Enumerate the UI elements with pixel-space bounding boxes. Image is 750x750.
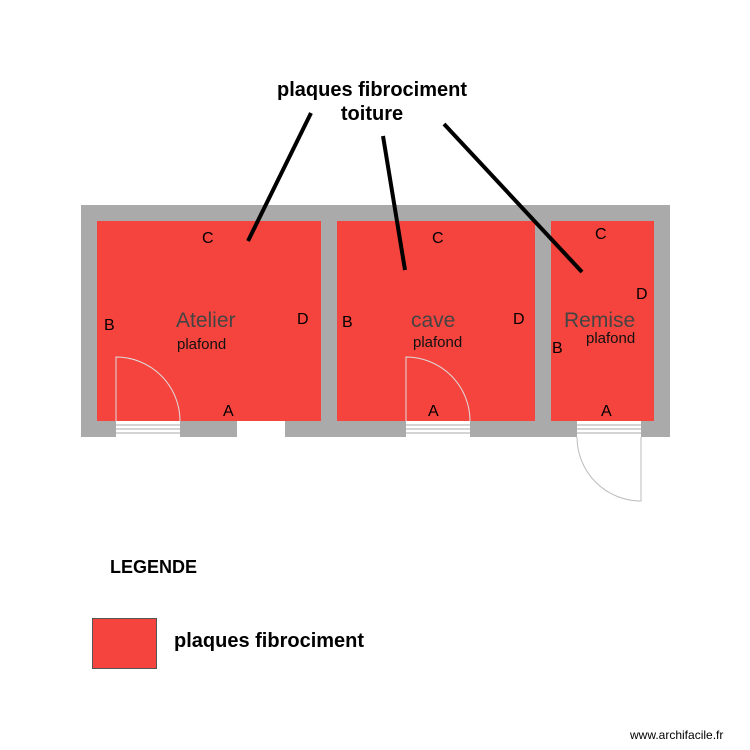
remise-name: Remise xyxy=(564,309,636,332)
legend-swatch xyxy=(92,618,157,669)
pointer-atelier xyxy=(246,112,313,242)
door-remise xyxy=(576,421,642,502)
cave-wall-a: A xyxy=(428,403,439,420)
legend-title: LEGENDE xyxy=(110,557,198,577)
door-cave xyxy=(405,356,471,437)
atelier-name: Atelier xyxy=(176,309,236,332)
legend-item-label: plaques fibrociment xyxy=(174,630,365,652)
remise-wall-a: A xyxy=(601,403,612,420)
cave-name: cave xyxy=(411,309,456,332)
atelier-wall-a: A xyxy=(223,403,234,420)
pointer-cave xyxy=(381,135,407,271)
room-cave xyxy=(337,221,535,421)
cave-wall-c: C xyxy=(432,230,444,247)
remise-wall-b: B xyxy=(552,340,563,357)
credit: www.archifacile.fr xyxy=(630,728,724,742)
cave-wall-d: D xyxy=(513,311,525,328)
title-line-1: plaques fibrociment xyxy=(276,79,468,101)
atelier-wall-d: D xyxy=(297,311,309,328)
remise-wall-c: C xyxy=(595,226,607,243)
window-atelier xyxy=(237,421,285,437)
pointer-remise xyxy=(442,122,584,274)
diagram-title: plaques fibrociment toiture xyxy=(232,78,512,126)
atelier-wall-c: C xyxy=(202,230,214,247)
room-atelier xyxy=(97,221,321,421)
door-atelier xyxy=(115,356,181,437)
atelier-subtitle: plafond xyxy=(177,336,227,353)
cave-wall-b: B xyxy=(342,314,353,331)
title-line-2: toiture xyxy=(340,103,404,125)
atelier-wall-b: B xyxy=(104,317,115,334)
remise-subtitle: plafond xyxy=(586,330,636,347)
remise-wall-d: D xyxy=(636,286,648,303)
cave-subtitle: plafond xyxy=(413,334,463,351)
